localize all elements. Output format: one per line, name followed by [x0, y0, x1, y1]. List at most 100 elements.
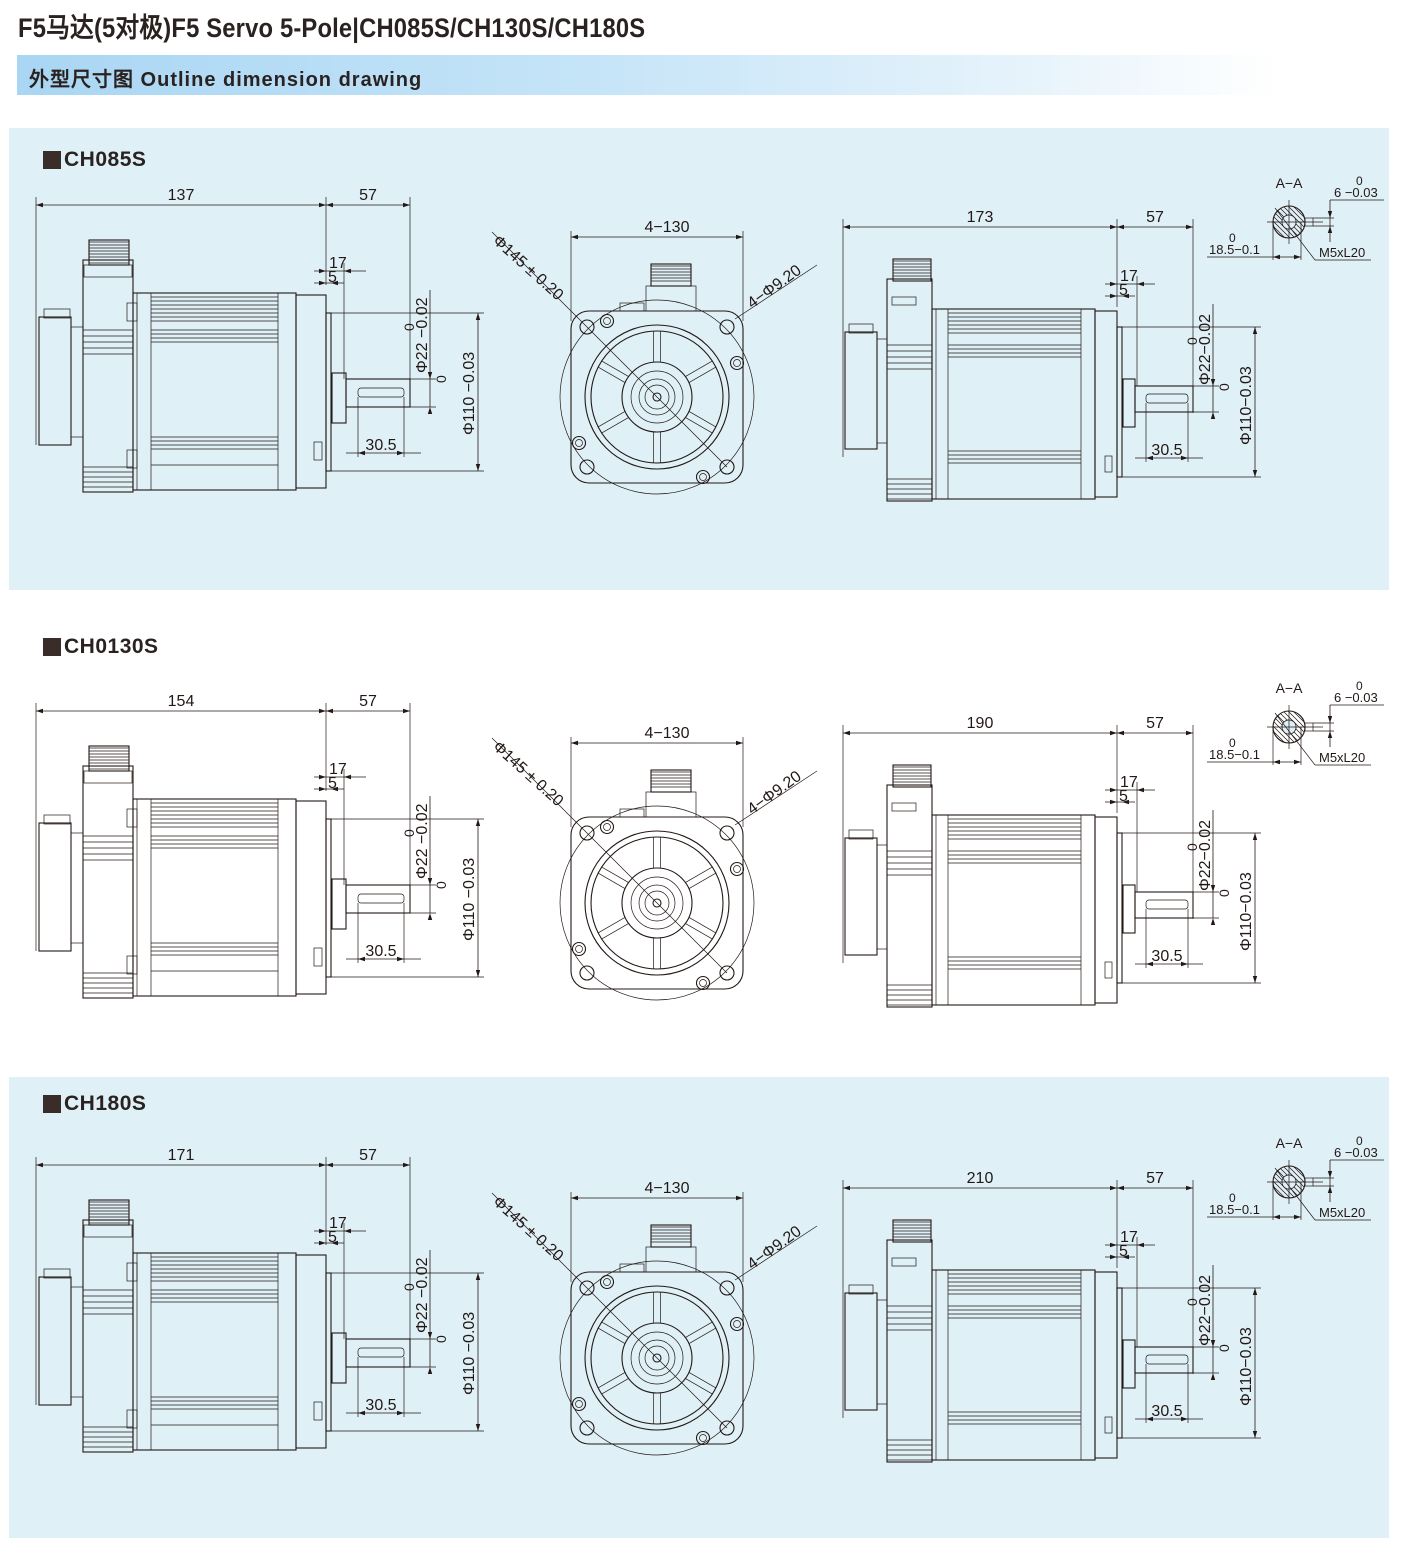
dimension-arrow — [571, 1195, 578, 1201]
section-aa-label: A−A — [1276, 175, 1304, 191]
shaft-diameter-lower-zero: 0 — [433, 881, 449, 889]
dimension-arrow — [1117, 1185, 1124, 1191]
output-shaft — [345, 378, 411, 408]
stator-body — [132, 1252, 297, 1451]
dimension-arrow — [397, 956, 404, 962]
dimension-arrow — [344, 1228, 351, 1234]
square-flange — [570, 310, 744, 484]
dimension-arrow — [1210, 379, 1216, 386]
dimension-arrow — [319, 280, 326, 286]
flange-5-label: 5 — [328, 775, 337, 792]
mounting-hole — [579, 459, 595, 475]
spoke — [601, 360, 629, 377]
flange-17-label: 17 — [1120, 774, 1138, 791]
section-aa-label: A−A — [1276, 1135, 1304, 1151]
dimension-arrow — [1273, 759, 1280, 765]
dimension-arrow — [1210, 885, 1216, 892]
keyway — [1304, 217, 1314, 227]
dimension-arrow — [326, 708, 333, 714]
output-shaft — [1134, 385, 1194, 413]
brake-connector — [891, 1257, 917, 1267]
dimension-arrow — [1110, 1185, 1117, 1191]
dimension-arrow — [1327, 211, 1333, 218]
flange-5-label: 5 — [1119, 1243, 1128, 1260]
keyway — [1304, 1177, 1314, 1187]
dimension-arrow — [1110, 730, 1117, 736]
dimension-arrow — [319, 1228, 326, 1234]
pilot-diameter-label: Φ110−0.03 — [1238, 1327, 1255, 1406]
dimension-arrow — [475, 970, 481, 977]
flange-17-label: 17 — [1120, 268, 1138, 285]
dimension-arrow — [344, 268, 351, 274]
shaft-length-label: 57 — [1146, 209, 1164, 226]
shaft-center — [652, 392, 662, 402]
output-shaft — [1134, 891, 1194, 919]
dimension-arrow — [1294, 759, 1301, 765]
dimension-arrow — [427, 913, 433, 920]
model-label: CH0130S — [43, 635, 159, 659]
key-depth-label: 18.5−0.1 — [1209, 242, 1260, 257]
shaft-center — [652, 1353, 662, 1363]
body-length-label: 154 — [168, 693, 195, 710]
shaft-diameter-label: Φ22−0.02 — [1197, 314, 1214, 385]
dimension-arrow — [1252, 1431, 1258, 1438]
key-length-label: 30.5 — [365, 943, 396, 960]
key-depth-upper-tol: 0 — [1229, 231, 1236, 245]
dimension-arrow — [475, 464, 481, 471]
keyway — [1304, 722, 1314, 732]
mounting-hole — [719, 1280, 735, 1296]
shaft-diameter-lower-zero: 0 — [433, 1335, 449, 1343]
dimension-arrow — [1252, 1288, 1258, 1295]
holes-label: 4−Φ9.20 — [744, 1223, 804, 1273]
dimension-arrow — [1210, 1340, 1216, 1347]
bolt-spacing-label: 4−130 — [645, 725, 690, 742]
spoke — [688, 366, 717, 383]
screw-boss — [571, 941, 587, 957]
pilot-diameter-label: Φ110 −0.03 — [461, 352, 478, 435]
mounting-hole — [579, 965, 595, 981]
mounting-hole — [719, 1420, 735, 1436]
dimension-arrow — [736, 740, 743, 746]
pilot-diameter-label: Φ110−0.03 — [1238, 366, 1255, 445]
encoder-cover — [38, 1276, 72, 1406]
dimension-arrow — [1186, 1185, 1193, 1191]
dimension-arrow — [1210, 918, 1216, 925]
shaft-diameter-upper-tol: 0 — [1184, 1298, 1200, 1306]
shaft-diameter-upper-tol: 0 — [1184, 843, 1200, 851]
bullet-square-icon — [43, 638, 61, 656]
dimension-arrow — [1110, 1254, 1117, 1260]
front-flange — [295, 1254, 327, 1449]
shaft-key — [1145, 393, 1189, 404]
key-depth-upper-tol: 0 — [1229, 1191, 1236, 1205]
shaft-diameter-lower-zero: 0 — [1216, 1344, 1232, 1352]
mounting-hole — [719, 459, 735, 475]
output-shaft — [345, 1338, 411, 1368]
dimension-arrow — [571, 740, 578, 746]
dimension-arrow — [331, 786, 338, 792]
spoke — [688, 1327, 717, 1344]
dimension-arrow — [1110, 787, 1117, 793]
screw-boss — [599, 313, 615, 329]
brake-connector — [891, 296, 917, 306]
power-connector — [88, 1199, 130, 1226]
key-depth-label: 18.5−0.1 — [1209, 1202, 1260, 1217]
bolt-spacing-label: 4−130 — [645, 1180, 690, 1197]
model-panel-ch0130s: CH0130S — [9, 615, 1389, 1055]
dimension-arrow — [427, 407, 433, 414]
dimension-arrow — [1273, 254, 1280, 260]
section-heading: 外型尺寸图 Outline dimension drawing — [29, 69, 423, 91]
key-width-upper-tol: 0 — [1356, 679, 1363, 693]
mounting-hole — [719, 319, 735, 335]
dimension-arrow — [36, 1162, 43, 1168]
flange-17-label: 17 — [1120, 1229, 1138, 1246]
spoke — [688, 872, 717, 889]
page-title: F5马达(5对极)F5 Servo 5-Pole|CH085S/CH130S/C… — [18, 13, 646, 43]
screw-boss — [599, 1274, 615, 1290]
front-flange — [1094, 1271, 1118, 1459]
dimension-arrow — [319, 268, 326, 274]
dimension-arrow — [1181, 961, 1188, 967]
dimension-arrow — [1327, 1171, 1333, 1178]
